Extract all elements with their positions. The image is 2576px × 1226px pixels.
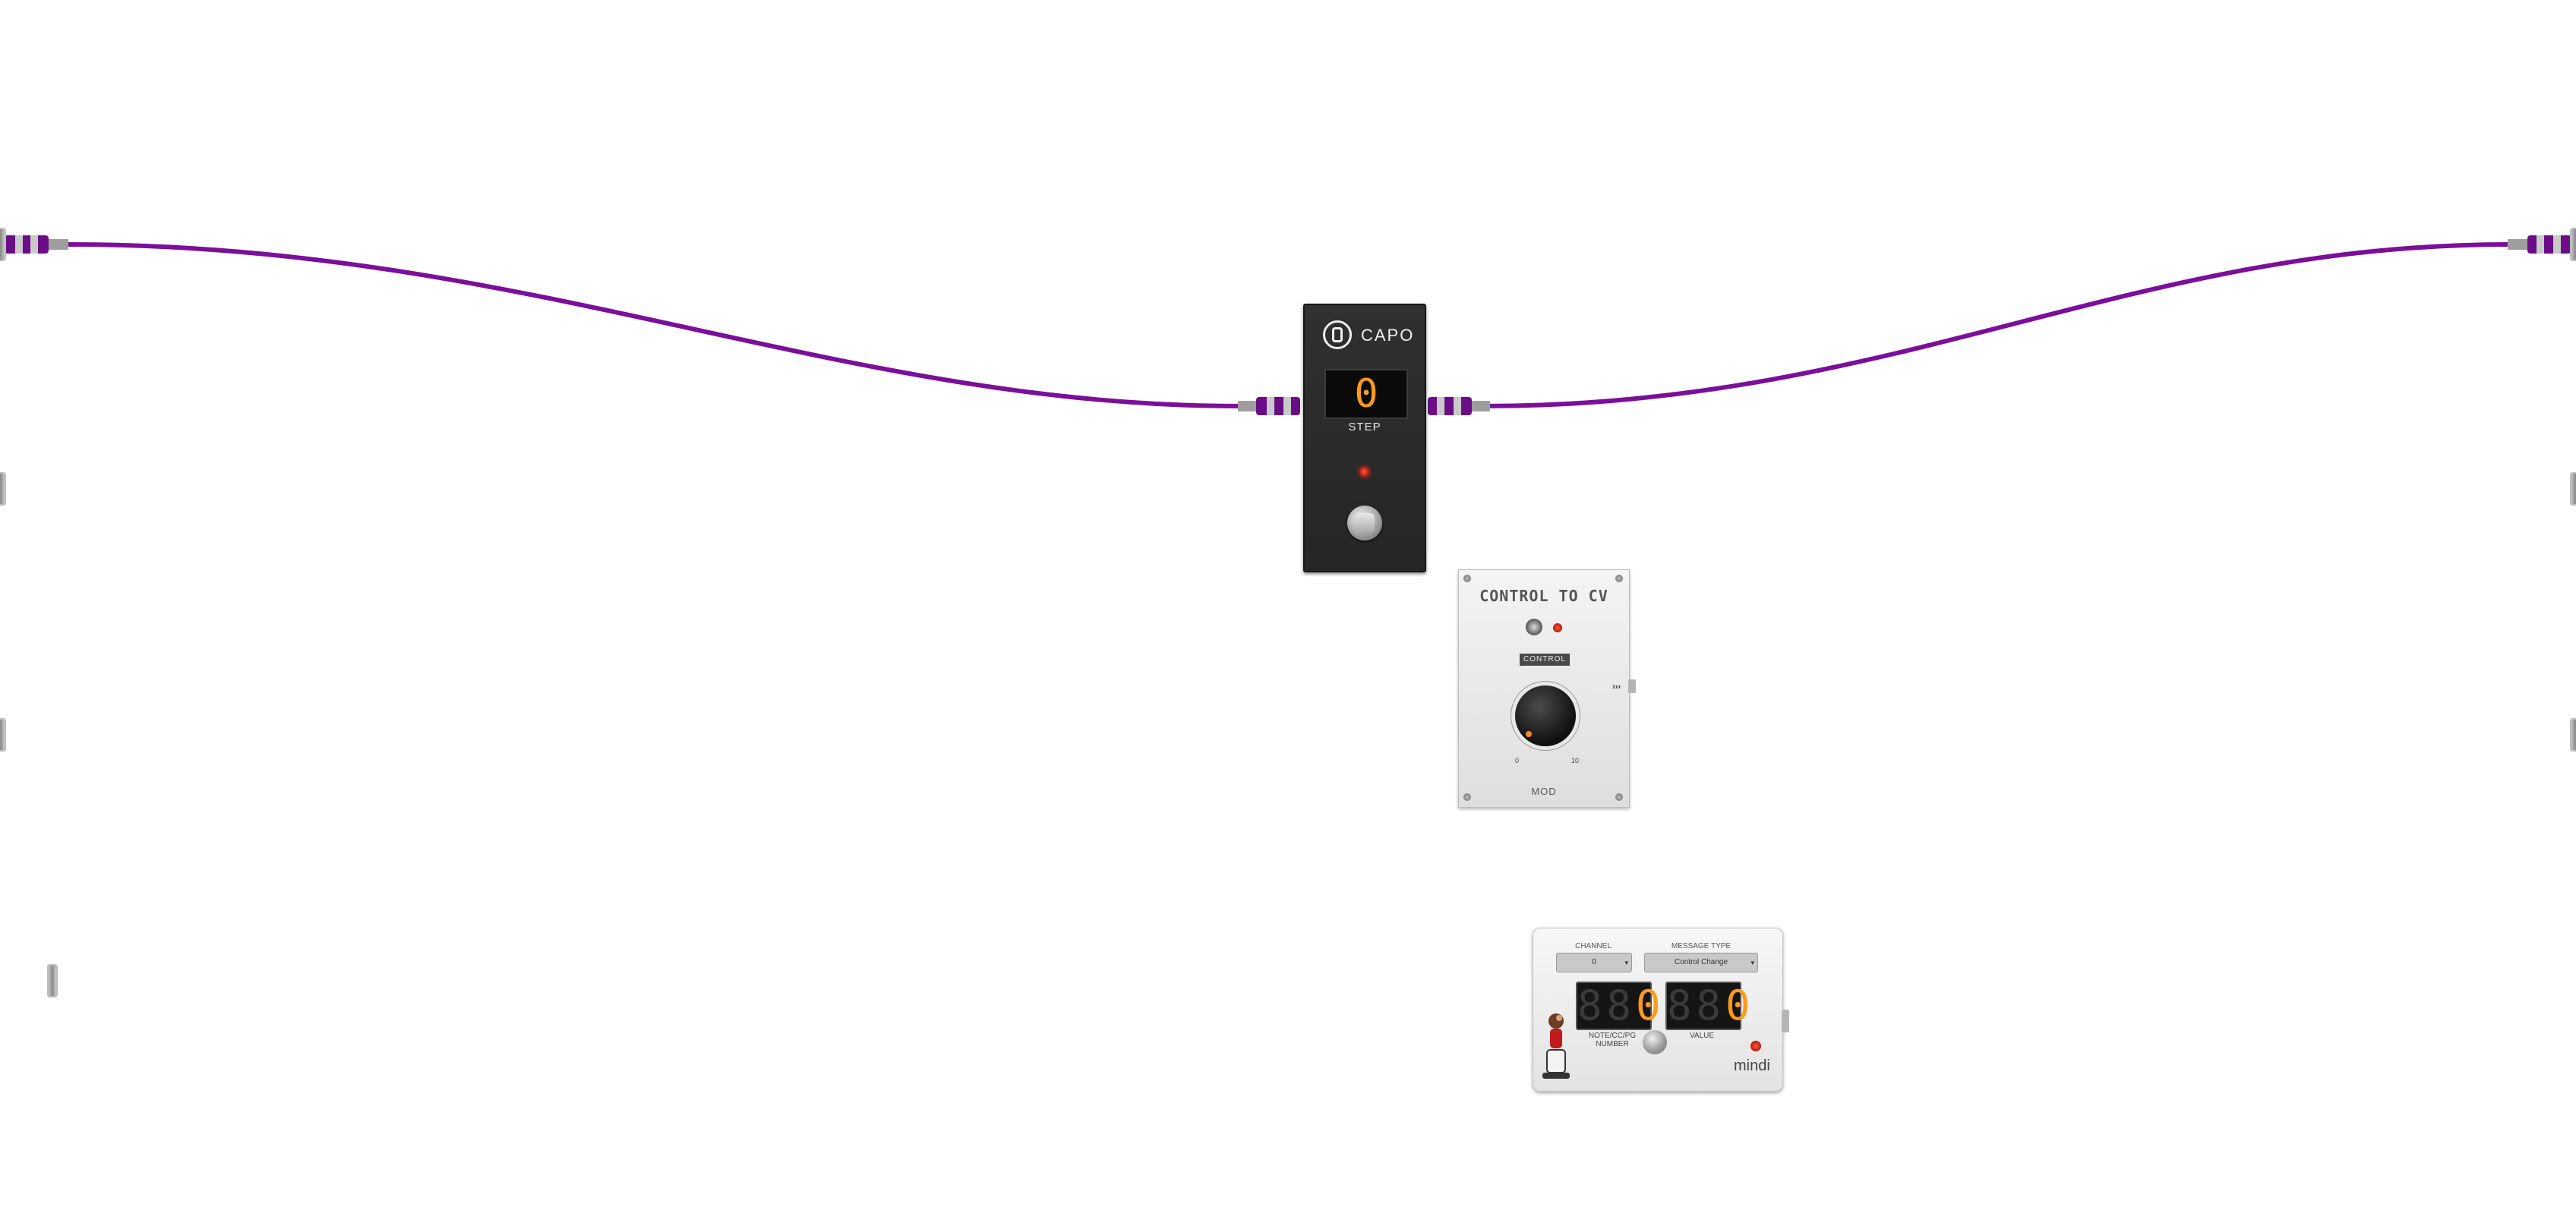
ctcv-control-label: CONTROL: [1520, 654, 1570, 666]
mindi-message-type-value: Control Change: [1674, 958, 1728, 966]
system-capture-port-3[interactable]: [0, 718, 6, 752]
ctcv-control-knob[interactable]: [1515, 685, 1576, 746]
system-playback-port-2[interactable]: [2570, 472, 2576, 506]
capo-step-display[interactable]: 0: [1324, 369, 1408, 419]
ctcv-bypass-toggle[interactable]: [1526, 619, 1542, 635]
ctcv-title: CONTROL TO CV: [1479, 587, 1608, 605]
cable-plug-capo-in[interactable]: [1238, 397, 1300, 415]
mindi-footswitch[interactable]: [1643, 1030, 1667, 1054]
mindi-channel-select[interactable]: 0▾: [1556, 953, 1632, 972]
mindi-channel-value: 0: [1592, 958, 1596, 966]
system-capture-port-1[interactable]: [0, 228, 6, 261]
mindi-brand-logo: mindi: [1734, 1057, 1770, 1074]
ctcv-cv-output-arrow-icon: ›››: [1612, 682, 1621, 692]
ctcv-min-label: 0: [1515, 757, 1520, 764]
cable-plug-left-start[interactable]: [5, 235, 68, 254]
control-to-cv-plugin[interactable]: CONTROL TO CV CONTROL 0 10 ››› MOD: [1458, 569, 1630, 808]
cable-capo-to-playback[interactable]: [1480, 242, 2510, 408]
mindi-status-led: [1750, 1041, 1761, 1051]
ctcv-status-led: [1553, 623, 1562, 632]
screw-icon: [1463, 793, 1471, 801]
mindi-plugin[interactable]: CHANNEL 0▾ MESSAGE TYPE Control Change▾ …: [1533, 928, 1783, 1092]
screw-icon: [1463, 575, 1471, 582]
capo-step-label: STEP: [1348, 421, 1381, 433]
system-capture-port-2[interactable]: [0, 472, 6, 506]
mindi-channel-label: CHANNEL: [1575, 942, 1612, 950]
mindi-midi-output-port[interactable]: [1782, 1010, 1789, 1032]
capo-bypass-led: [1359, 467, 1369, 477]
mindi-mascot-icon: [1542, 1013, 1570, 1079]
system-playback-port-3[interactable]: [2570, 718, 2576, 752]
mindi-value-label: VALUE: [1689, 1032, 1715, 1040]
mindi-message-type-select[interactable]: Control Change ▾: [1644, 953, 1758, 972]
capo-logo-icon: [1323, 320, 1352, 349]
capo-footswitch[interactable]: [1347, 506, 1382, 541]
mindi-value-display[interactable]: 880: [1665, 982, 1755, 1030]
dropdown-arrow-icon: ▾: [1750, 959, 1754, 966]
cable-plug-capo-out[interactable]: [1428, 397, 1490, 415]
cable-plug-right-end[interactable]: [2508, 235, 2571, 254]
mindi-message-type-label: MESSAGE TYPE: [1671, 942, 1732, 950]
system-cv-capture-port[interactable]: [47, 964, 58, 998]
capo-title: CAPO: [1361, 326, 1415, 345]
mindi-note-number-display[interactable]: 880: [1576, 982, 1665, 1030]
cable-capture-to-capo[interactable]: [66, 242, 1242, 408]
screw-icon: [1615, 575, 1623, 582]
ctcv-cv-output-port[interactable]: [1628, 679, 1636, 693]
ctcv-max-label: 10: [1571, 757, 1580, 764]
capo-plugin[interactable]: CAPO 0 STEP: [1303, 304, 1426, 572]
ctcv-brand-logo: MOD: [1531, 786, 1557, 797]
mindi-note-number-label: NOTE/CC/PG NUMBER: [1588, 1032, 1637, 1048]
system-playback-port-1[interactable]: [2570, 228, 2576, 261]
dropdown-arrow-icon: ▾: [1624, 959, 1628, 966]
screw-icon: [1615, 793, 1623, 801]
